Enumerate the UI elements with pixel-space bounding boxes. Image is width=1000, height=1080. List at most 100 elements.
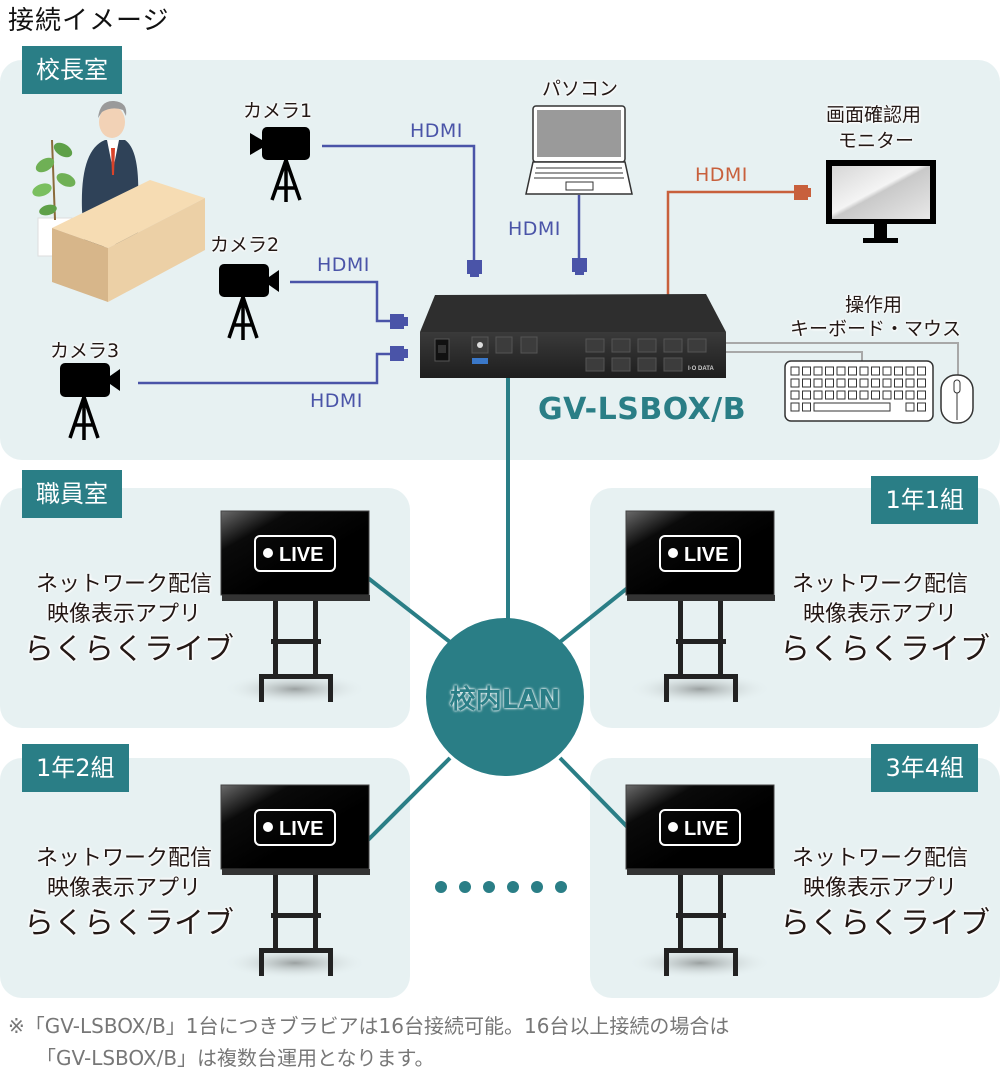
spacebar-key xyxy=(813,402,891,412)
hdmi-connector-camera1 xyxy=(467,260,482,274)
app-name: らくらくライブ xyxy=(24,906,234,941)
key xyxy=(836,390,846,400)
gv-lsbox-device: I·O DATA xyxy=(420,294,726,378)
key xyxy=(848,390,857,400)
key xyxy=(848,378,857,388)
usb-cable-keyboard xyxy=(722,351,863,362)
camera-icon-1 xyxy=(250,127,310,202)
camera-icon-2 xyxy=(219,264,279,340)
app-line1: ネットワーク配信 xyxy=(791,572,968,597)
hdmi-label-camera3: HDMI xyxy=(310,390,363,412)
app-name: らくらくライブ xyxy=(780,632,990,667)
key xyxy=(882,390,892,400)
tv-base xyxy=(261,674,331,679)
key xyxy=(836,366,846,376)
key xyxy=(825,390,834,400)
tv-shelf xyxy=(627,869,775,875)
key xyxy=(859,378,869,388)
room-tag-3-4: 3年4組 xyxy=(871,744,978,792)
app-line2: 映像表示アプリ xyxy=(802,602,957,627)
podium-illustration xyxy=(52,180,205,302)
camera3-label: カメラ3 xyxy=(50,340,120,362)
app-description-3-4: ネットワーク配信 映像表示アプリ らくらくライブ xyxy=(780,844,990,944)
key xyxy=(848,366,857,376)
key xyxy=(813,378,823,388)
key xyxy=(871,366,880,376)
usb-cable-mouse xyxy=(722,342,959,376)
camera1-label: カメラ1 xyxy=(243,100,313,122)
monitor-icon xyxy=(826,160,936,243)
tv-mid-shelf xyxy=(676,913,726,918)
key xyxy=(905,390,915,400)
lan-cable-staff xyxy=(366,576,452,644)
key xyxy=(802,366,811,376)
key xyxy=(882,366,892,376)
app-name: らくらくライブ xyxy=(24,632,234,667)
live-badge xyxy=(254,809,336,846)
tv-mid-shelf xyxy=(676,639,726,644)
hdmi-connector-tip-pc xyxy=(575,270,584,275)
live-label: LIVE xyxy=(279,544,323,566)
key xyxy=(813,366,823,376)
device-brand: I·O DATA xyxy=(688,366,714,372)
live-dot-icon xyxy=(668,822,678,832)
more-rooms-ellipsis xyxy=(435,881,567,893)
key xyxy=(802,390,811,400)
app-line1: ネットワーク配信 xyxy=(35,572,212,597)
live-badge xyxy=(659,809,741,846)
key xyxy=(905,366,915,376)
tv-leg-left xyxy=(259,674,264,702)
footnote-line2: 「GV-LSBOX/B」は複数台運用となります。 xyxy=(36,1046,435,1070)
tv-stand-3: LIVE xyxy=(625,784,775,979)
live-badge xyxy=(254,535,336,572)
key xyxy=(813,390,823,400)
key xyxy=(871,390,880,400)
hdmi-connector-camera2 xyxy=(390,314,404,329)
tv-leg-right xyxy=(733,948,738,976)
room-tag-principal: 校長室 xyxy=(22,46,122,94)
tv-stand-0: LIVE xyxy=(220,510,370,705)
tv-base xyxy=(261,948,331,953)
tv-leg-right xyxy=(328,674,333,702)
tv-stand-2: LIVE xyxy=(220,784,370,979)
hdmi-label-monitor: HDMI xyxy=(695,164,748,186)
monitor-label-line1: 画面確認用 xyxy=(826,104,922,126)
hdmi-connector-tip-camera3 xyxy=(402,349,408,358)
laptop-icon xyxy=(525,105,633,195)
tv-leg-left xyxy=(664,674,669,702)
tv-base xyxy=(666,948,736,953)
page-title: 接続イメージ xyxy=(8,6,170,36)
key xyxy=(917,366,926,376)
tv-shelf xyxy=(222,869,370,875)
app-description-staff: ネットワーク配信 映像表示アプリ らくらくライブ xyxy=(24,570,234,670)
app-name: らくらくライブ xyxy=(780,906,990,941)
hdmi-connector-tip-monitor xyxy=(806,188,811,197)
tv-screen xyxy=(625,510,775,596)
key xyxy=(894,390,903,400)
key xyxy=(790,402,800,412)
hdmi-input-cables xyxy=(138,144,581,385)
key xyxy=(802,378,811,388)
tv-base xyxy=(666,674,736,679)
key xyxy=(894,366,903,376)
keyboard-icon xyxy=(784,360,934,422)
tv-screen xyxy=(625,784,775,870)
key xyxy=(790,366,800,376)
tv-leg-left xyxy=(259,948,264,976)
app-line2: 映像表示アプリ xyxy=(46,602,201,627)
footnote: ※「GV-LSBOX/B」1台につきブラビアは16台接続可能。16台以上接続の場… xyxy=(8,1010,729,1074)
hdmi-cable-camera3 xyxy=(138,352,392,385)
hdmi-label-pc: HDMI xyxy=(508,218,561,240)
mouse-icon xyxy=(940,374,974,424)
tv-screen xyxy=(220,510,370,596)
key xyxy=(859,366,869,376)
live-label: LIVE xyxy=(279,818,323,840)
hdmi-cable-camera2 xyxy=(290,280,392,323)
device-function-buttons xyxy=(471,336,538,354)
hdmi-label-camera1: HDMI xyxy=(410,120,463,142)
key xyxy=(905,378,915,388)
key xyxy=(790,390,800,400)
monitor-label-line2: モニター xyxy=(838,130,915,152)
tv-mid-shelf xyxy=(271,639,321,644)
